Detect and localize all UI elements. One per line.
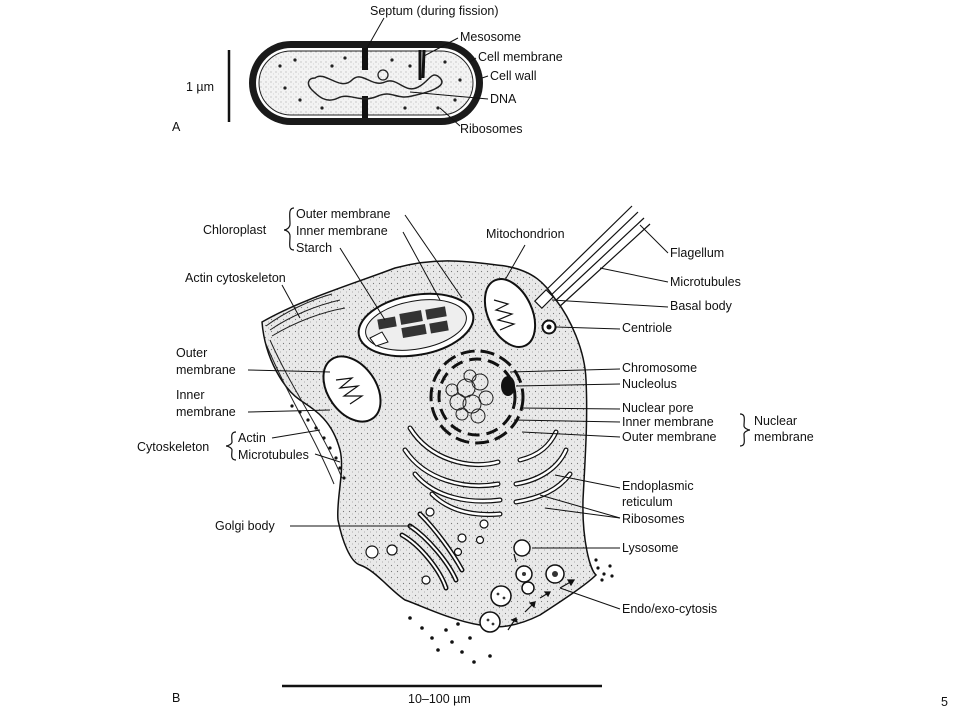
panel-b: Chloroplast Outer membrane Inner membran… bbox=[137, 205, 814, 706]
cell-body bbox=[261, 260, 598, 628]
brace-nuclear bbox=[739, 413, 751, 447]
label-inner-membrane-1: Inner bbox=[176, 388, 205, 402]
brace-chloroplast bbox=[283, 207, 295, 251]
panel-a: 1 µm A bbox=[172, 4, 563, 136]
label-actin: Actin bbox=[238, 431, 266, 445]
label-cytoskeleton: Cytoskeleton bbox=[137, 440, 209, 454]
label-chloro-inner: Inner membrane bbox=[296, 224, 388, 238]
label-dna: DNA bbox=[490, 92, 517, 106]
label-chloro-outer: Outer membrane bbox=[296, 207, 391, 221]
label-cyto-microtubules: Microtubules bbox=[238, 448, 309, 462]
chloroplast bbox=[357, 292, 475, 358]
label-chromosome: Chromosome bbox=[622, 361, 697, 375]
label-nucleolus: Nucleolus bbox=[622, 377, 677, 391]
label-starch: Starch bbox=[296, 241, 332, 255]
label-microtubules: Microtubules bbox=[670, 275, 741, 289]
label-outer-membrane-2: membrane bbox=[176, 363, 236, 377]
nucleus bbox=[429, 349, 525, 445]
mitochondrion-left bbox=[322, 355, 382, 423]
label-nuclear-1: Nuclear bbox=[754, 414, 797, 428]
panel-letter-b: B bbox=[172, 691, 180, 705]
label-mitochondrion: Mitochondrion bbox=[486, 227, 565, 241]
label-lysosome: Lysosome bbox=[622, 541, 679, 555]
page-number: 5 bbox=[941, 695, 948, 709]
label-endo-exo: Endo/exo-cytosis bbox=[622, 602, 717, 616]
label-chloroplast: Chloroplast bbox=[203, 223, 267, 237]
scale-label-b: 10–100 µm bbox=[408, 692, 471, 706]
basal-body bbox=[533, 288, 555, 310]
exocytosed-particles bbox=[408, 558, 614, 664]
label-golgi: Golgi body bbox=[215, 519, 276, 533]
septum bbox=[362, 48, 368, 70]
label-er-2: reticulum bbox=[622, 495, 673, 509]
scale-label-a: 1 µm bbox=[186, 80, 214, 94]
label-ribosomes-a: Ribosomes bbox=[460, 122, 523, 136]
brace-cytoskeleton bbox=[225, 431, 237, 461]
label-nuclear-2: membrane bbox=[754, 430, 814, 444]
label-er-1: Endoplasmic bbox=[622, 479, 694, 493]
label-flagellum: Flagellum bbox=[670, 246, 724, 260]
flagellum bbox=[539, 205, 651, 309]
actin-cytoskeleton bbox=[265, 293, 346, 485]
panel-letter-a: A bbox=[172, 120, 181, 134]
label-outer-membrane-1: Outer bbox=[176, 346, 207, 360]
mesosome bbox=[418, 49, 426, 80]
label-nuc-inner: Inner membrane bbox=[622, 415, 714, 429]
label-centriole: Centriole bbox=[622, 321, 672, 335]
dna bbox=[307, 74, 443, 101]
label-septum: Septum (during fission) bbox=[370, 4, 499, 18]
label-ribosomes-b: Ribosomes bbox=[622, 512, 685, 526]
label-inner-membrane-2: membrane bbox=[176, 405, 236, 419]
label-nuclear-pore: Nuclear pore bbox=[622, 401, 694, 415]
label-actin-cytoskeleton: Actin cytoskeleton bbox=[185, 271, 286, 285]
label-nuc-outer: Outer membrane bbox=[622, 430, 717, 444]
bacterium bbox=[249, 41, 483, 125]
label-cell-wall: Cell wall bbox=[490, 69, 537, 83]
label-cell-membrane: Cell membrane bbox=[478, 50, 563, 64]
lysosome bbox=[513, 539, 531, 557]
mitochondrion-top bbox=[483, 278, 537, 348]
label-basal-body: Basal body bbox=[670, 299, 733, 313]
nucleolus bbox=[501, 376, 515, 396]
label-mesosome: Mesosome bbox=[460, 30, 521, 44]
